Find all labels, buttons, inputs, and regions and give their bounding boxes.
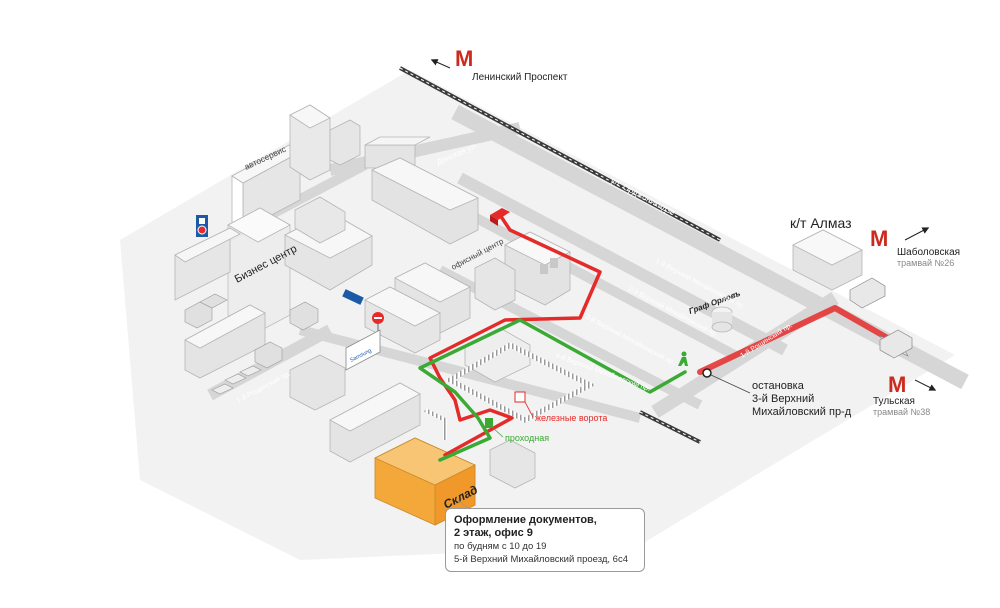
metro-m-icon: M	[888, 372, 906, 397]
building-low-center	[289, 354, 346, 411]
metro-m-icon: M	[870, 226, 888, 251]
car-route	[428, 213, 602, 457]
road-roshchinsky-right	[651, 292, 839, 418]
road-verkh2	[462, 207, 743, 363]
brand-billboard	[345, 329, 381, 371]
label-tulskaya-tram: трамвай №38	[873, 407, 930, 417]
label-iron-gates: железные ворота	[535, 413, 607, 423]
building-tower-left	[289, 104, 331, 181]
metro-m-icon: M	[455, 46, 473, 71]
building-small-a	[329, 119, 361, 166]
label-shabolovskaya: Шаболовская	[897, 246, 960, 258]
building-left-low	[184, 304, 266, 379]
building-kt-almaz	[792, 229, 863, 291]
info-hours: по будням с 10 до 19	[454, 541, 547, 552]
truck-icons	[184, 293, 319, 369]
label-leninsky: Ленинский Проспект	[472, 72, 568, 83]
building-long-center	[371, 157, 479, 245]
label-bus-stop-2: 3-й Верхний	[752, 393, 814, 405]
building-mid-2	[294, 196, 346, 244]
info-address: 5-й Верхний Михайловский проезд, 6с4	[454, 554, 628, 565]
walk-route	[418, 318, 687, 462]
pedestrian-icon	[678, 351, 688, 366]
metro-shabolovskaya: M	[870, 226, 930, 251]
building-right-small	[489, 439, 536, 489]
gates-icon	[514, 391, 526, 403]
signs	[196, 215, 751, 428]
buildings	[174, 104, 863, 489]
building-long-bottom	[329, 382, 421, 463]
tram-icon	[849, 277, 913, 359]
fences	[424, 342, 596, 440]
info-title-line1: Оформление документов,	[454, 514, 597, 526]
label-kt-almaz: к/т Алмаз	[790, 215, 852, 231]
label-bus-stop-3: Михайловский пр-д	[752, 406, 852, 418]
railway	[399, 66, 721, 444]
building-office-annex	[474, 257, 516, 311]
vehicles	[184, 208, 913, 395]
cars-left	[211, 365, 262, 395]
building-business-center	[227, 207, 291, 333]
building-graf-orlov-tank	[711, 306, 733, 333]
gates-pointer	[524, 401, 534, 418]
car-icon	[490, 208, 510, 226]
parking-sign-icon	[196, 215, 208, 237]
building-left-long	[174, 227, 241, 301]
label-tulskaya: Тульская	[873, 396, 915, 407]
checkpoint-pointer	[492, 427, 504, 438]
info-callout: Оформление документов, 2 этаж, офис 9 по…	[445, 508, 645, 572]
label-checkpoint: проходная	[505, 433, 549, 443]
routes	[418, 213, 908, 462]
car-route-roshchinsky	[697, 305, 908, 375]
bus-stop-marker-icon	[702, 368, 751, 394]
direction-sign	[342, 289, 364, 305]
checkpoint-icon	[485, 418, 493, 428]
label-shabolovskaya-tram: трамвай №26	[897, 258, 954, 268]
metro-tulskaya: M	[888, 372, 937, 397]
metro-leninsky: M	[430, 46, 473, 71]
info-title-line2: 2 этаж, офис 9	[454, 527, 533, 539]
building-mid-row-2	[364, 286, 441, 354]
label-bus-stop-1: остановка	[752, 380, 805, 392]
